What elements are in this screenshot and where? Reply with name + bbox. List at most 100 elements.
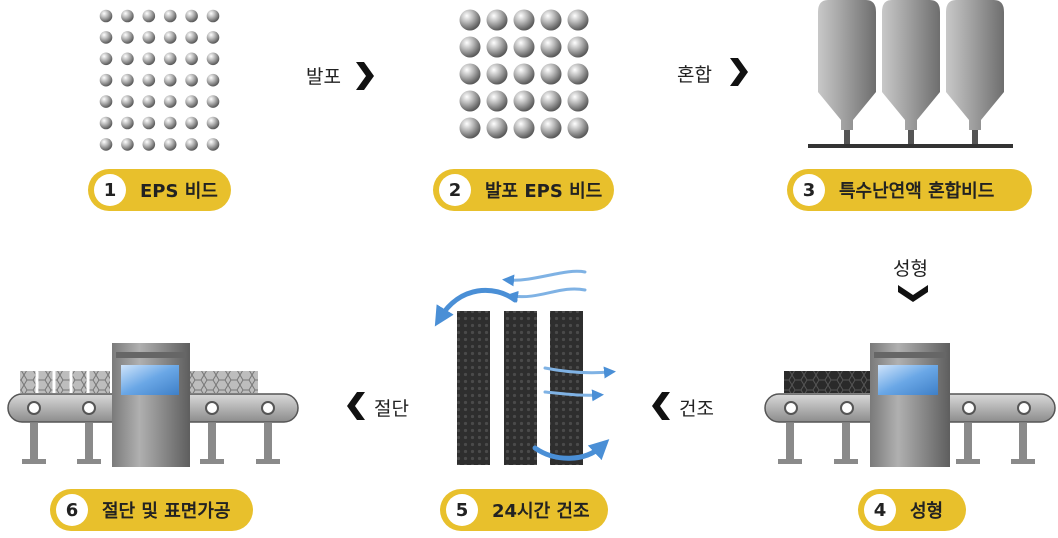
step-1-badge: 1 EPS 비드 bbox=[88, 169, 231, 211]
bead bbox=[99, 31, 113, 44]
bead bbox=[99, 73, 113, 87]
transition-foam-label: 발포 bbox=[306, 66, 341, 88]
step-number: 5 bbox=[446, 494, 478, 526]
bead bbox=[513, 63, 535, 85]
bead bbox=[513, 36, 535, 58]
bead bbox=[185, 9, 198, 23]
bead bbox=[459, 36, 481, 58]
bead bbox=[99, 9, 113, 23]
bead bbox=[567, 117, 589, 139]
arrow-right-icon bbox=[730, 58, 748, 86]
step-number: 4 bbox=[864, 494, 896, 526]
bead bbox=[142, 138, 156, 151]
bead bbox=[567, 90, 589, 112]
bead bbox=[121, 52, 134, 66]
bead bbox=[163, 52, 177, 66]
bead bbox=[142, 73, 156, 87]
bead bbox=[567, 63, 589, 85]
bead bbox=[206, 138, 220, 151]
molding-machine-icon bbox=[764, 343, 1056, 467]
bead bbox=[142, 52, 156, 66]
step-2-badge: 2 발포 EPS 비드 bbox=[433, 169, 614, 211]
bead bbox=[513, 9, 535, 31]
bead bbox=[185, 116, 198, 130]
bead bbox=[142, 31, 156, 44]
bead-grid-small bbox=[99, 9, 220, 151]
bead bbox=[185, 138, 198, 151]
step-label: 발포 EPS 비드 bbox=[485, 181, 603, 202]
bead bbox=[185, 73, 198, 87]
bead bbox=[513, 117, 535, 139]
bead bbox=[163, 31, 177, 44]
bead bbox=[121, 31, 134, 44]
bead bbox=[142, 95, 156, 108]
silo bbox=[818, 0, 876, 130]
bead bbox=[486, 36, 508, 58]
transition-dry-label: 건조 bbox=[679, 398, 714, 420]
bead bbox=[540, 63, 562, 85]
bead bbox=[459, 90, 481, 112]
bead bbox=[142, 9, 156, 23]
arrow-left-icon bbox=[652, 392, 670, 420]
bead bbox=[486, 117, 508, 139]
bead bbox=[121, 138, 134, 151]
bead bbox=[206, 73, 220, 87]
bead bbox=[567, 36, 589, 58]
bead bbox=[163, 138, 177, 151]
bead bbox=[206, 31, 220, 44]
silo bbox=[882, 0, 940, 130]
step-label: 절단 및 표면가공 bbox=[102, 501, 231, 522]
bead bbox=[206, 95, 220, 108]
bead-grid-large bbox=[459, 9, 589, 139]
bead bbox=[121, 9, 134, 23]
bead bbox=[486, 90, 508, 112]
bead bbox=[486, 9, 508, 31]
cutting-machine-icon bbox=[7, 343, 299, 467]
bead bbox=[459, 9, 481, 31]
bead bbox=[163, 95, 177, 108]
bead bbox=[513, 90, 535, 112]
bead bbox=[206, 9, 220, 23]
bead bbox=[163, 116, 177, 130]
bead bbox=[163, 9, 177, 23]
bead bbox=[99, 116, 113, 130]
step-label: 24시간 건조 bbox=[492, 501, 590, 522]
bead bbox=[121, 73, 134, 87]
silo bbox=[946, 0, 1004, 130]
transition-mold-label: 성형 bbox=[893, 258, 928, 280]
step-number: 3 bbox=[793, 174, 825, 206]
bead bbox=[99, 52, 113, 66]
transition-mix-label: 혼합 bbox=[677, 64, 712, 86]
step-4-badge: 4 성형 bbox=[858, 489, 966, 531]
bead bbox=[185, 52, 198, 66]
bead bbox=[99, 95, 113, 108]
step-5-badge: 5 24시간 건조 bbox=[440, 489, 608, 531]
bead bbox=[567, 9, 589, 31]
bead bbox=[121, 95, 134, 108]
bead bbox=[540, 36, 562, 58]
step-number: 2 bbox=[439, 174, 471, 206]
drying-boards-icon bbox=[434, 269, 616, 465]
bead bbox=[206, 116, 220, 130]
step-label: 특수난연액 혼합비드 bbox=[839, 181, 995, 202]
arrow-down-icon bbox=[898, 285, 928, 302]
bead bbox=[459, 117, 481, 139]
bead bbox=[185, 31, 198, 44]
step-number: 6 bbox=[56, 494, 88, 526]
silo-icon bbox=[808, 0, 1013, 148]
bead bbox=[163, 73, 177, 87]
step-label: EPS 비드 bbox=[140, 181, 218, 202]
bead bbox=[540, 9, 562, 31]
bead bbox=[540, 90, 562, 112]
bead bbox=[99, 138, 113, 151]
bead bbox=[459, 63, 481, 85]
bead bbox=[206, 52, 220, 66]
bead bbox=[121, 116, 134, 130]
bead bbox=[486, 63, 508, 85]
bead bbox=[540, 117, 562, 139]
step-6-badge: 6 절단 및 표면가공 bbox=[50, 489, 253, 531]
step-label: 성형 bbox=[910, 501, 944, 522]
step-3-badge: 3 특수난연액 혼합비드 bbox=[787, 169, 1032, 211]
arrow-right-icon bbox=[356, 62, 374, 90]
